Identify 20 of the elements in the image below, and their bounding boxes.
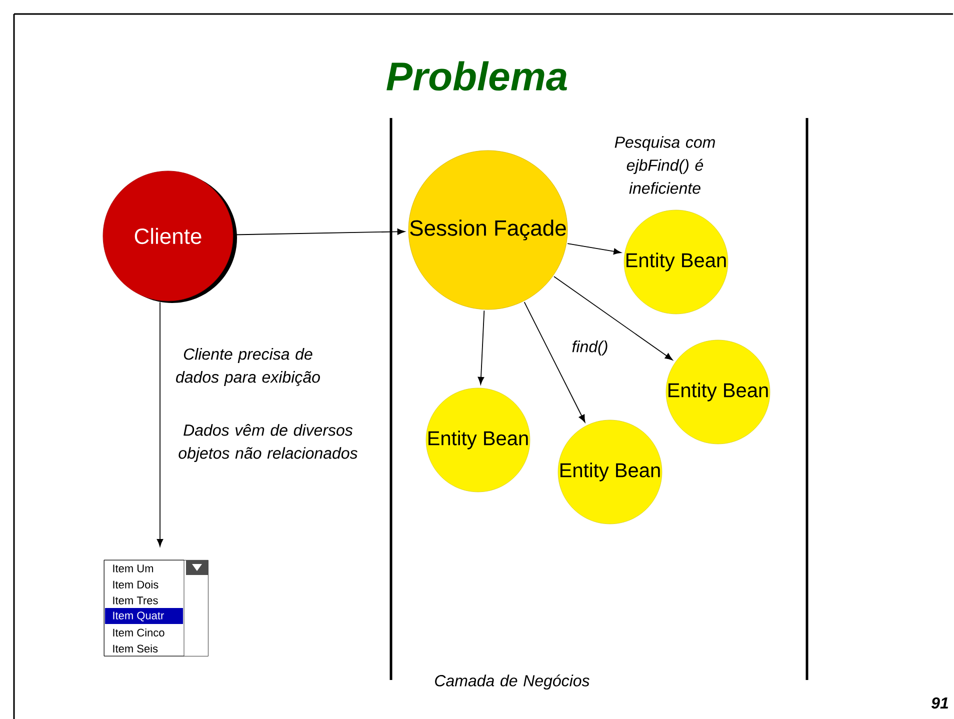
layer-label: Camada de Negócios: [435, 674, 590, 690]
page-number: 91: [931, 697, 948, 709]
list-item: Item Seis: [113, 644, 158, 653]
arrow: [234, 228, 405, 236]
note-text: Dados vêm de diversos objetos não relacionados: [178, 424, 358, 462]
arrow: [478, 310, 485, 385]
dropdown-list: [104, 560, 208, 656]
arrow: [554, 276, 673, 360]
list-item: Item Um: [113, 564, 154, 572]
note-text: Cliente precisa de dados para exibição: [176, 348, 320, 386]
arrow: [567, 243, 622, 255]
arrow: [156, 302, 164, 547]
list-item: Item Quatr: [105, 608, 183, 624]
note-text: Pesquisa com ejbFind() é ineficiente: [614, 136, 715, 194]
arrow: [524, 302, 586, 422]
list-item: Item Dois: [113, 580, 158, 589]
title: Problema: [386, 61, 567, 91]
list-item: Item Cinco: [113, 628, 164, 637]
note-text: find(): [572, 340, 608, 356]
list-item: Item Tres: [113, 596, 158, 604]
